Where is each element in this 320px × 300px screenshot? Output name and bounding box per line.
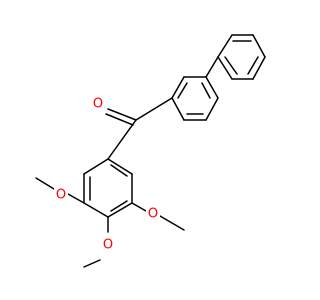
bond [252,56,266,80]
bond [107,158,133,175]
bond [135,97,173,121]
methoxy-oxygen-left-symbol: O [56,188,66,203]
methoxy-bond [131,202,147,212]
methoxy-bond [35,177,55,190]
label-background [146,207,160,221]
label-background [54,188,68,202]
label-background [91,96,105,110]
bond [110,200,128,212]
carbonyl-oxygen-label: O [91,96,105,112]
bond [247,56,259,75]
bond [205,97,219,121]
methoxy-oxygen-bottom-label: O [101,238,115,253]
bond [110,164,128,177]
methoxy-oxygen-bottom-symbol: O [103,238,113,253]
bond [217,56,233,80]
carbonyl-double-bond [105,113,134,126]
bond [107,202,133,218]
bond [201,82,211,99]
methoxy-bond [83,259,101,268]
methoxy-bond [67,193,85,204]
bond [177,82,188,99]
methoxy-oxygen-left-label: O [54,188,68,203]
bond [217,34,233,58]
phenylene-ring [171,76,219,121]
methoxy-oxygen-right-label: O [146,207,160,222]
bond [171,97,185,121]
structure-canvas: O O O O [35,34,266,268]
bond [107,119,137,160]
methoxy-bond [159,215,185,231]
carbonyl-double-bond [107,108,137,121]
biphenyl-bond [205,56,219,78]
terminal-phenyl-ring [217,34,266,80]
bond [224,56,238,75]
bond [205,76,219,99]
bond [171,76,185,99]
carbonyl-oxygen-symbol: O [93,97,103,112]
trimethoxyphenyl-ring [83,158,133,218]
bond [252,34,266,58]
bond [83,158,109,175]
bond [83,202,109,218]
label-background [101,238,115,252]
methoxy-oxygen-right-symbol: O [148,207,158,222]
